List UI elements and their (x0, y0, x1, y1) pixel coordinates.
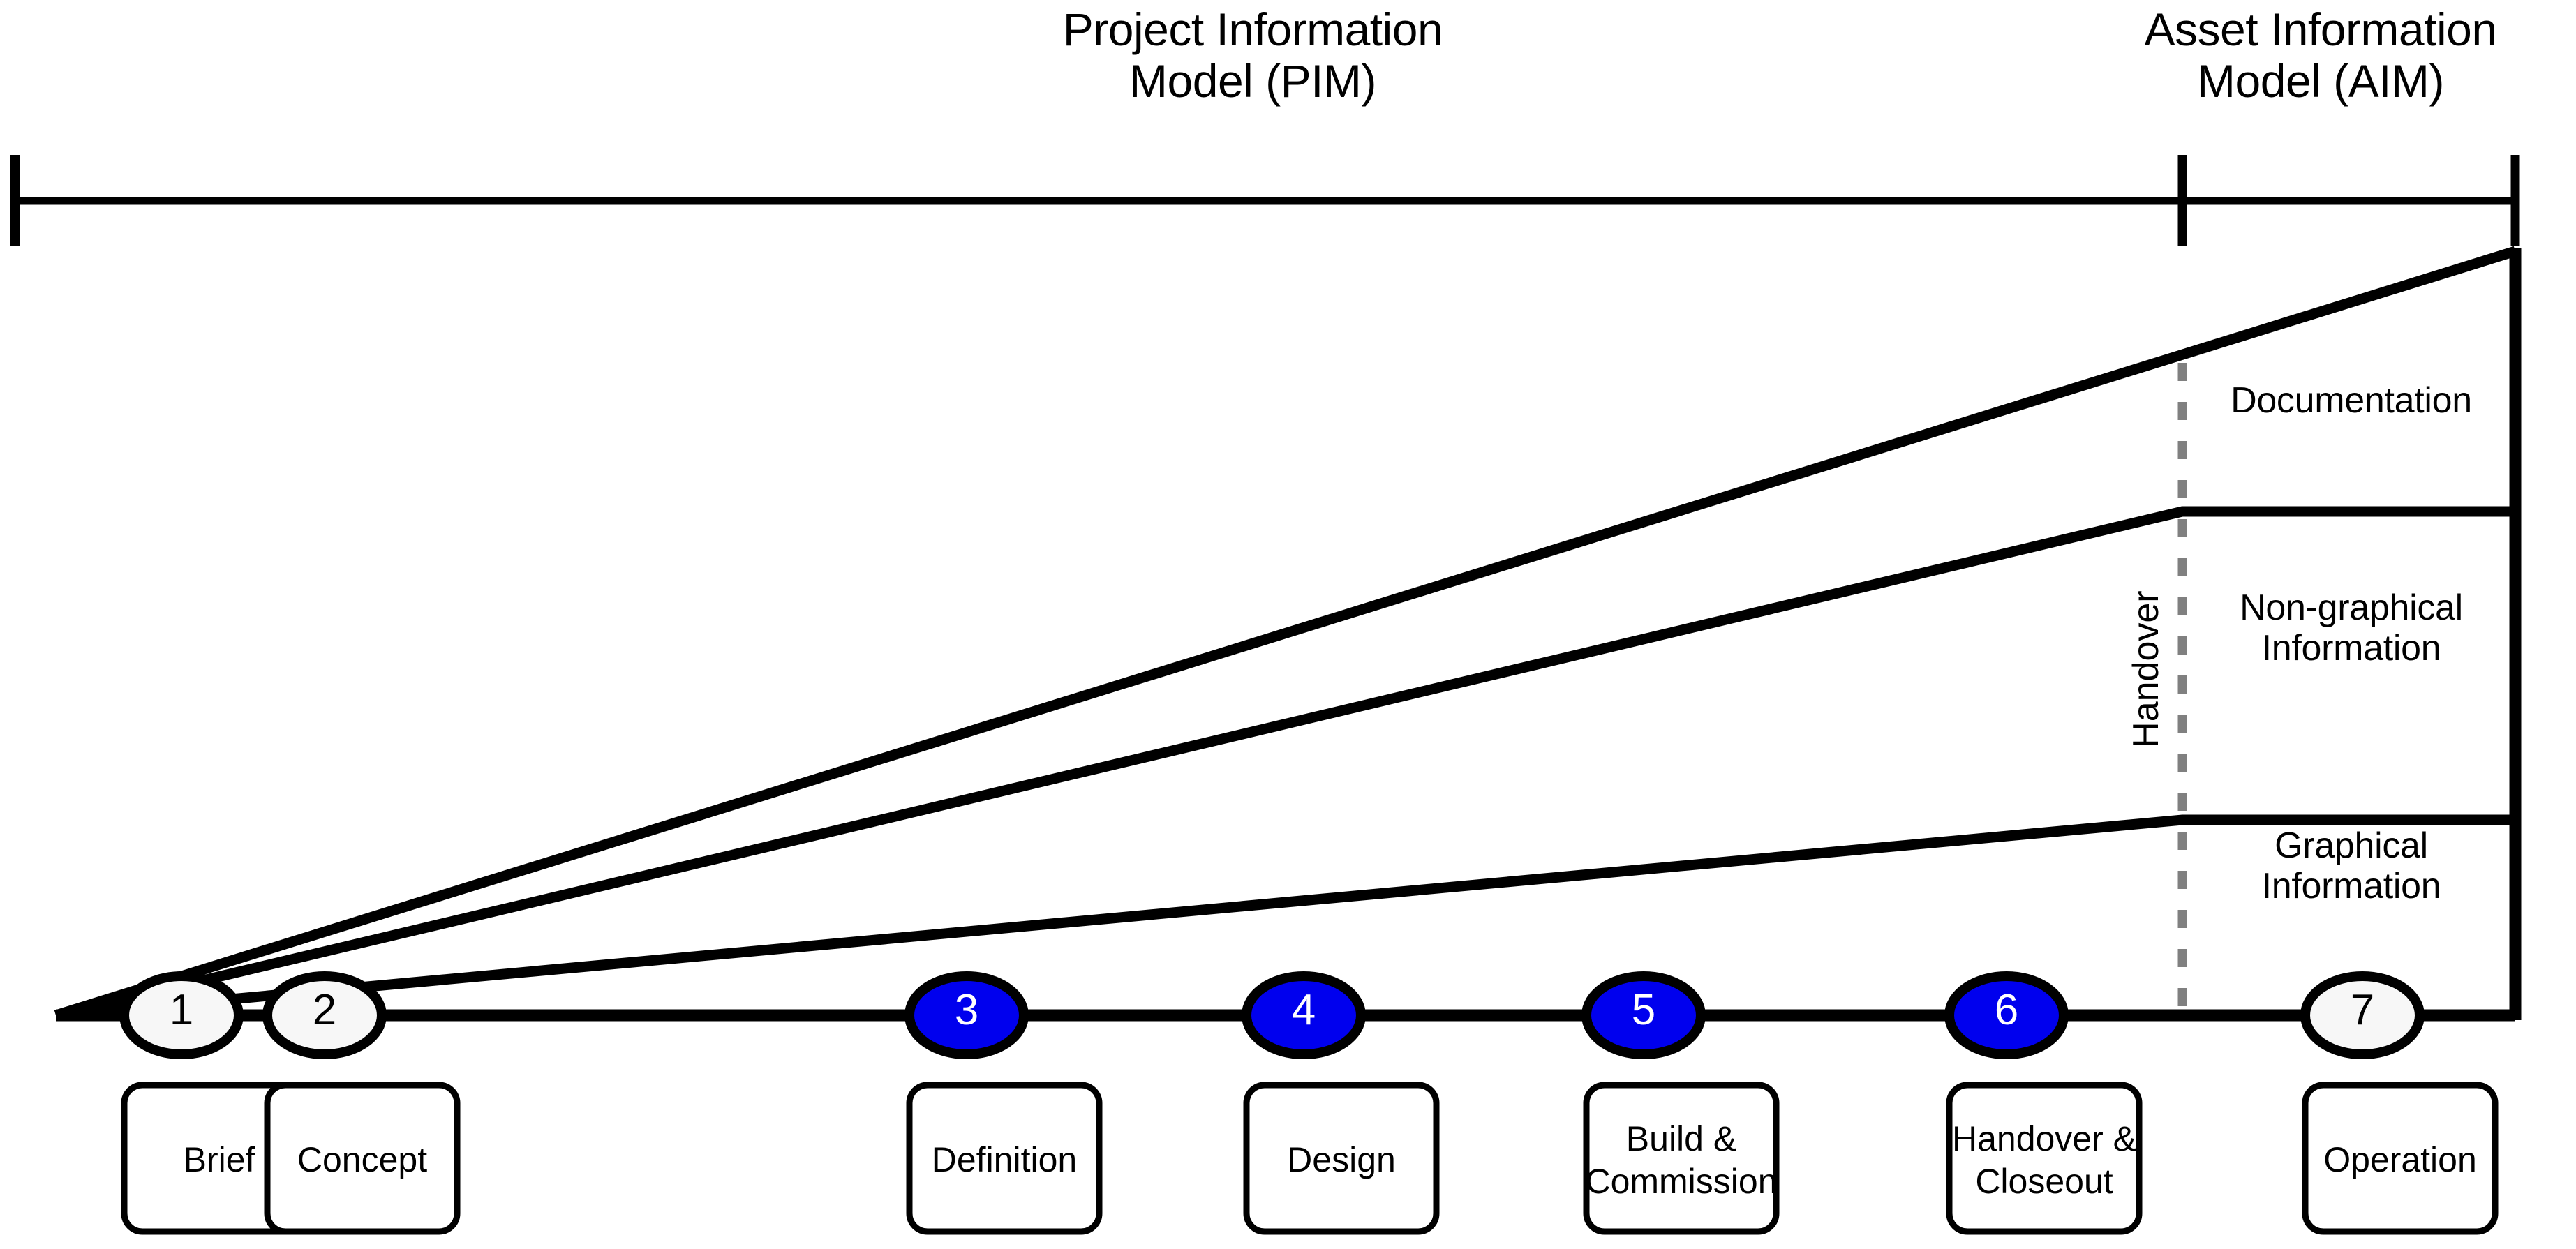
stage-number-2: 2 (312, 986, 337, 1034)
stage-box-3[interactable] (906, 1082, 1103, 1235)
stage-ellipse-1[interactable] (119, 971, 244, 1059)
stage-ellipse-6[interactable] (1944, 971, 2069, 1059)
stage-ellipse-4[interactable] (1242, 971, 1366, 1059)
stage-number-5: 5 (1631, 986, 1656, 1034)
stage-caption-2: Concept (297, 1140, 428, 1179)
documentation-boundary-line (54, 246, 2517, 1021)
stage-box-5[interactable] (1583, 1082, 1780, 1235)
stage-ellipse-2[interactable] (262, 971, 387, 1059)
stage-caption-7: Operation (2323, 1140, 2477, 1179)
documentation-label: Documentation (2231, 380, 2472, 421)
stage-caption-3: Definition (931, 1140, 1078, 1179)
stage-caption-1: Brief (183, 1140, 255, 1179)
stage-box-2[interactable] (264, 1082, 461, 1235)
stage-markers (119, 971, 2425, 1059)
stage-ellipse-3[interactable] (904, 971, 1029, 1059)
stage-caption-6-line-1: Handover & (1951, 1119, 2137, 1158)
stage-number-7: 7 (2350, 986, 2375, 1034)
band-dividers (2182, 509, 2515, 822)
stage-ellipse-7[interactable] (2300, 971, 2425, 1059)
stage-number-6: 6 (1994, 986, 2019, 1034)
stage-number-1: 1 (169, 986, 194, 1034)
stage-box-4[interactable] (1243, 1082, 1440, 1235)
stage-ellipse-5[interactable] (1581, 971, 1706, 1059)
stage-boxes (121, 1082, 2499, 1235)
handover-label: Handover (2125, 590, 2166, 748)
stage-number-4: 4 (1291, 986, 1316, 1034)
stage-box-7[interactable] (2302, 1082, 2499, 1235)
stage-caption-6: Handover & Closeout (1919, 1118, 2170, 1203)
stage-caption-6-line-2: Closeout (1975, 1162, 2113, 1201)
stage-caption-5-line-1: Build & (1625, 1119, 1737, 1158)
stage-caption-5-line-2: Commission (1585, 1162, 1778, 1201)
stage-caption-4: Design (1287, 1140, 1396, 1179)
stage-number-3: 3 (954, 986, 979, 1034)
stage-caption-5: Build & Commission (1556, 1118, 1807, 1203)
scope-bracket (10, 155, 2520, 246)
stage-box-6[interactable] (1946, 1082, 2143, 1235)
